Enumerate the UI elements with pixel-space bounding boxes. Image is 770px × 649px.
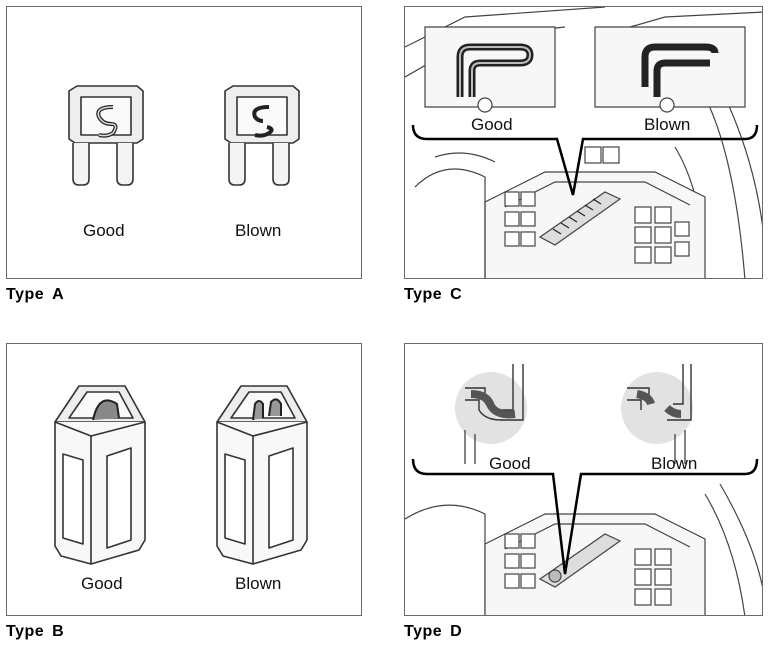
type-a-good-label: Good	[83, 221, 125, 240]
type-c-illustration	[405, 7, 762, 278]
type-c-panel: Good Blown	[404, 6, 763, 279]
type-d-word: Type	[404, 623, 443, 640]
fuse-element-good-icon	[456, 43, 534, 113]
type-b-panel: Good Blown	[6, 343, 362, 616]
type-b-blown-label: Blown	[235, 574, 282, 593]
mini-fuse-blown-icon	[224, 85, 300, 186]
type-a-word: Type	[6, 286, 45, 303]
cartridge-fuse-good-icon	[54, 385, 146, 565]
type-d-letter: D	[450, 623, 463, 640]
mini-fuse-good-icon	[68, 85, 144, 186]
type-c-letter: C	[450, 286, 463, 303]
type-c-blown-label: Blown	[644, 115, 691, 134]
type-d-title: Type D	[404, 623, 462, 641]
fuse-element-blown-icon	[641, 43, 719, 113]
type-a-blown-label: Blown	[235, 221, 282, 240]
type-d-blown-label: Blown	[651, 454, 698, 473]
callout-bubble	[411, 458, 759, 575]
type-a-panel: Good Blown	[6, 6, 362, 279]
type-c-word: Type	[404, 286, 443, 303]
type-c-title: Type C	[404, 286, 462, 304]
type-b-illustration	[54, 385, 308, 565]
fusible-link-blown-icon	[621, 364, 693, 464]
type-a-title: Type A	[6, 286, 64, 304]
fusible-link-good-icon	[455, 364, 527, 464]
type-c-good-label: Good	[471, 115, 513, 134]
cartridge-fuse-blown-icon	[216, 385, 308, 565]
type-a-letter: A	[52, 286, 65, 303]
type-d-panel: Good Blown	[404, 343, 763, 616]
callout-bubble	[411, 124, 759, 196]
type-b-good-label: Good	[81, 574, 123, 593]
type-d-good-label: Good	[489, 454, 531, 473]
type-b-word: Type	[6, 623, 45, 640]
type-b-letter: B	[52, 623, 65, 640]
type-d-illustration	[405, 364, 762, 615]
type-a-illustration	[68, 85, 300, 186]
type-b-title: Type B	[6, 623, 64, 641]
